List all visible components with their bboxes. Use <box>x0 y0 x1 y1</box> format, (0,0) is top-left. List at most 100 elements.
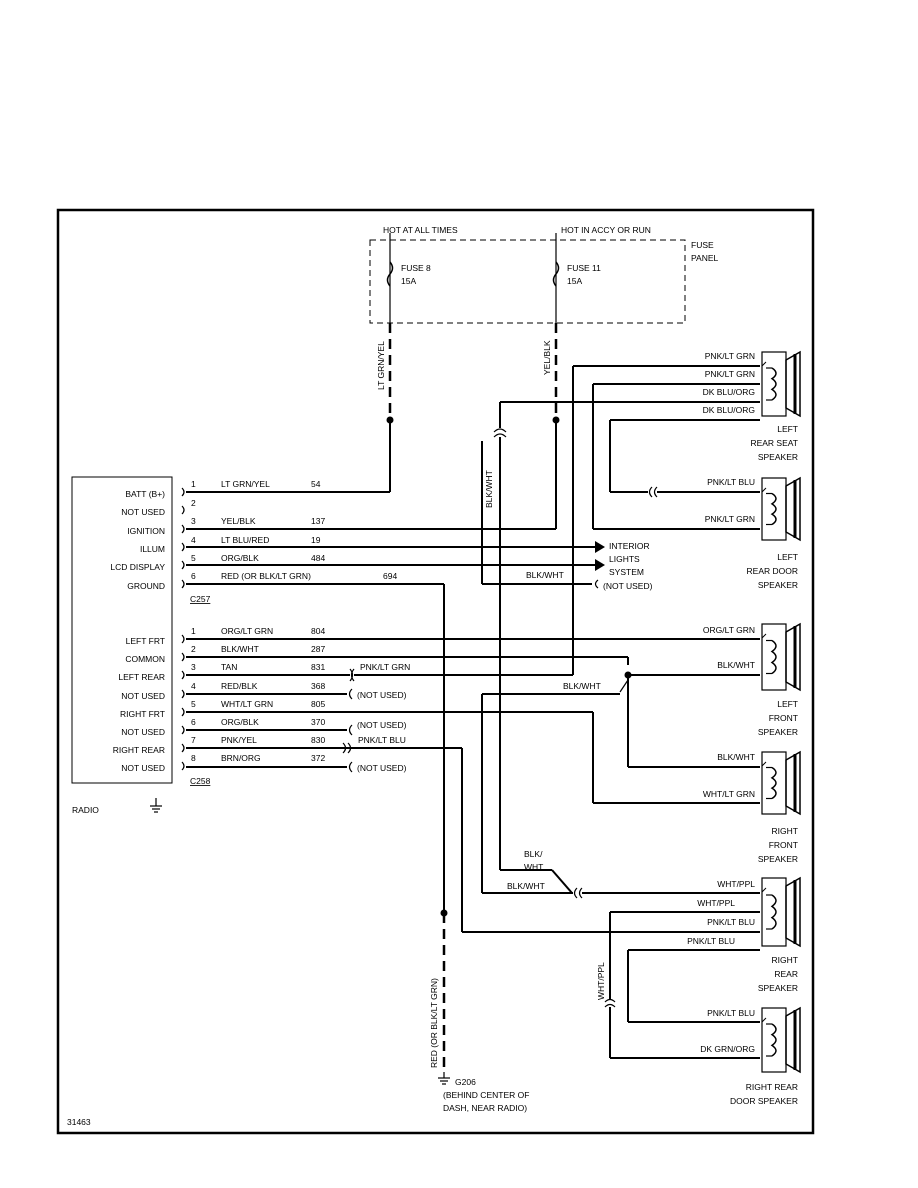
circuit-num: 287 <box>311 644 325 654</box>
c258-connector-marks <box>181 634 185 771</box>
blk-wht-label: BLK/WHT <box>507 881 545 891</box>
circuit-num: 370 <box>311 717 325 727</box>
pin-name-right-rear: RIGHT REAR <box>113 745 165 755</box>
connector-mark <box>493 433 507 438</box>
fuse-panel-label: FUSE <box>691 240 714 250</box>
speaker-title: FRONT <box>769 713 798 723</box>
pin-name-left-frt: LEFT FRT <box>126 636 165 646</box>
wire-label: ORG/LT GRN <box>703 625 755 635</box>
connector-mark <box>604 1003 616 1008</box>
connector-mark <box>348 724 353 736</box>
pin-num: 5 <box>191 553 196 563</box>
speaker-title: SPEAKER <box>758 727 798 737</box>
pin-num: 7 <box>191 735 196 745</box>
wire-label-lt-grn-yel: LT GRN/YEL <box>376 341 386 390</box>
speakers-group <box>761 350 801 1074</box>
wire-label: PNK/LT BLU <box>707 1008 755 1018</box>
speaker-title: RIGHT <box>772 955 798 965</box>
pin-name-not-used: NOT USED <box>121 727 165 737</box>
left-rear-seat-speaker-icon <box>761 350 801 418</box>
speaker-title: LEFT <box>777 552 798 562</box>
splice-dot <box>552 416 560 424</box>
c257-connector-marks <box>181 487 185 589</box>
circuit-num: 694 <box>383 571 397 581</box>
radio-label: RADIO <box>72 805 99 815</box>
connector-mark <box>594 579 599 589</box>
interior-lights-label-3: SYSTEM <box>609 567 644 577</box>
pin-name-not-used: NOT USED <box>121 691 165 701</box>
arrow-icon <box>595 541 605 553</box>
connector-mark <box>349 668 354 682</box>
wire-label: DK GRN/ORG <box>700 1044 755 1054</box>
fuse8-amp: 15A <box>401 276 416 286</box>
wire-color: LT GRN/YEL <box>221 479 270 489</box>
fuse8-label: FUSE 8 <box>401 263 431 273</box>
wire-label: DK BLU/ORG <box>703 405 755 415</box>
wire-label: PNK/LT BLU <box>707 477 755 487</box>
wire-blk-wht-diag <box>551 869 573 894</box>
connector-c258: C258 <box>190 776 211 786</box>
not-used-label: (NOT USED) <box>603 581 653 591</box>
wire-color: ORG/LT GRN <box>221 626 273 636</box>
pin-name-right-frt: RIGHT FRT <box>120 709 165 719</box>
speaker-title: SPEAKER <box>758 854 798 864</box>
connector-mark <box>493 428 507 433</box>
interior-lights-label: INTERIOR <box>609 541 650 551</box>
pin-name-illum: ILLUM <box>140 544 165 554</box>
wire-color: ORG/BLK <box>221 717 259 727</box>
pin-name-left-rear: LEFT REAR <box>118 672 165 682</box>
circuit-num: 805 <box>311 699 325 709</box>
wire-color: BLK/WHT <box>221 644 259 654</box>
pin-name-lcd: LCD DISPLAY <box>110 562 165 572</box>
wire-label: PNK/LT GRN <box>705 369 755 379</box>
hot-at-all-times-label: HOT AT ALL TIMES <box>383 225 458 235</box>
wire-color: TAN <box>221 662 237 672</box>
connector-mark <box>573 887 578 899</box>
circuit-num: 804 <box>311 626 325 636</box>
pin-num: 8 <box>191 753 196 763</box>
wire-color: PNK/YEL <box>221 735 257 745</box>
g206-label: G206 <box>455 1077 476 1087</box>
wire-label: WHT/PPL <box>697 898 735 908</box>
pin-name-common: COMMON <box>125 654 165 664</box>
not-used-label: (NOT USED) <box>357 720 407 730</box>
not-used-label: (NOT USED) <box>357 690 407 700</box>
circuit-num: 368 <box>311 681 325 691</box>
fuse11-icon <box>552 261 560 287</box>
wire-color: LT BLU/RED <box>221 535 269 545</box>
figure-number: 31463 <box>67 1117 91 1127</box>
radio-ground-icon <box>150 798 162 813</box>
wire-label: DK BLU/ORG <box>703 387 755 397</box>
speaker-title: LEFT <box>777 424 798 434</box>
wht-label: WHT <box>524 862 543 872</box>
pin-name-ground: GROUND <box>127 581 165 591</box>
right-rear-speaker-icon <box>761 876 801 948</box>
speaker-title: SPEAKER <box>758 983 798 993</box>
pin-num: 6 <box>191 571 196 581</box>
wire-label: PNK/LT GRN <box>705 351 755 361</box>
pin-name-ignition: IGNITION <box>127 526 165 536</box>
switch-line <box>619 679 629 693</box>
hot-in-accy-label: HOT IN ACCY OR RUN <box>561 225 651 235</box>
g206-desc-2: DASH, NEAR RADIO) <box>443 1103 527 1113</box>
arrow-icon <box>595 559 605 571</box>
pin-num: 3 <box>191 516 196 526</box>
wire-label-yel-blk: YEL/BLK <box>542 340 552 375</box>
circuit-num: 19 <box>311 535 321 545</box>
speaker-title: FRONT <box>769 840 798 850</box>
fuse-panel-box <box>369 239 686 324</box>
connector-mark <box>648 486 653 498</box>
pin-num: 2 <box>191 644 196 654</box>
wire-label: PNK/LT GRN <box>360 662 410 672</box>
pin-name-not-used: NOT USED <box>121 507 165 517</box>
speaker-title: DOOR SPEAKER <box>730 1096 798 1106</box>
ground-wire-label: RED (OR BLK/LT GRN) <box>429 978 439 1068</box>
pin-num: 1 <box>191 479 196 489</box>
connector-c257: C257 <box>190 594 211 604</box>
speaker-title: SPEAKER <box>758 580 798 590</box>
connector-mark <box>348 688 353 700</box>
wire-label: PNK/LT GRN <box>705 514 755 524</box>
splice-dot <box>386 416 394 424</box>
fuse11-label: FUSE 11 <box>567 263 601 273</box>
